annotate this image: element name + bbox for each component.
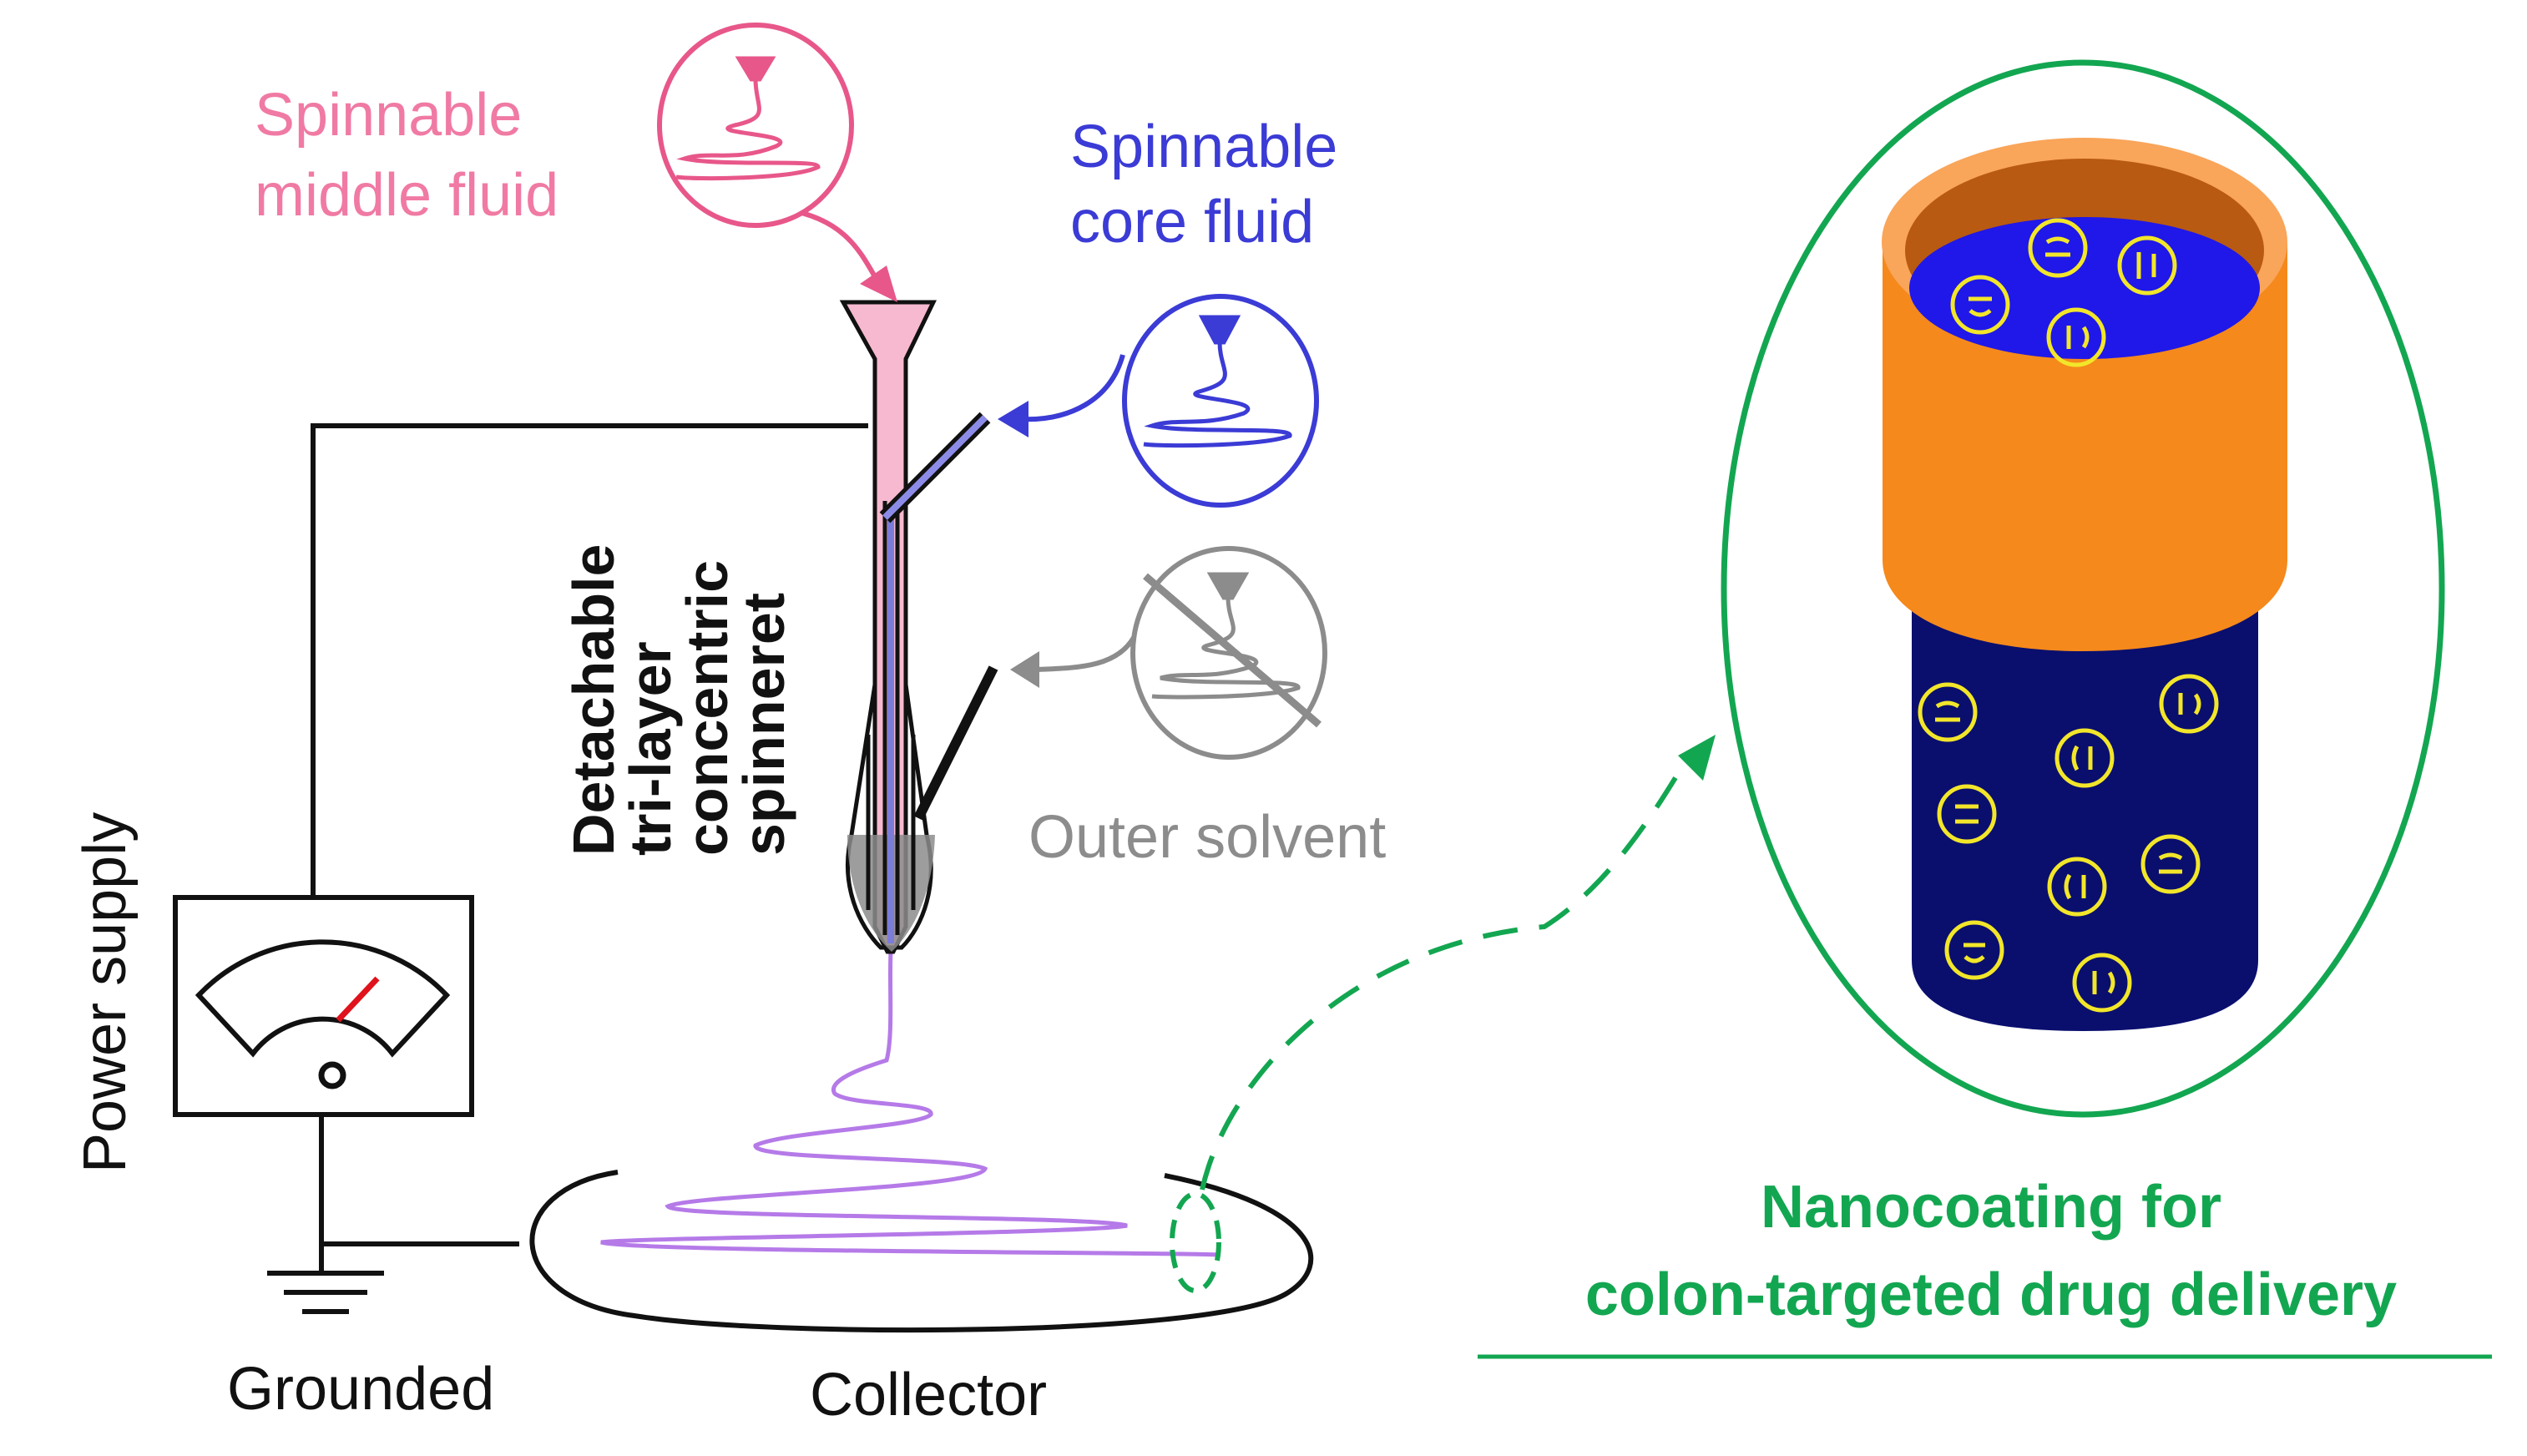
nanocoating-caption-line2: colon-targeted drug delivery: [1585, 1261, 2397, 1328]
middle-fluid-label-line2: middle fluid: [255, 162, 558, 229]
middle-fluid-arrow: [780, 206, 879, 281]
spinneret: [839, 300, 998, 954]
power-to-spinneret-wire: [311, 423, 868, 897]
middle-fluid-bubble: [657, 23, 854, 228]
fiber-jet: [600, 951, 1220, 1257]
drug-particle-icon: [2117, 235, 2177, 296]
middle-fluid-label-line1: Spinnable: [255, 82, 522, 149]
core-fluid-label-line2: core fluid: [1070, 189, 1314, 255]
power-supply-meter: [173, 895, 474, 1117]
core-fluid-label-line1: Spinnable: [1070, 114, 1337, 180]
outer-solvent-arrowhead: [1010, 651, 1039, 688]
drug-particle-icon: [2046, 307, 2106, 367]
core-fluid-arrow: [1018, 354, 1125, 422]
drug-particle-icon: [2047, 857, 2107, 917]
drug-particle-icon: [2140, 834, 2201, 894]
outer-solvent-bubble: [1130, 546, 1327, 760]
ground-icon: [267, 1252, 384, 1314]
meter-dial: [195, 939, 451, 1058]
collector: [529, 1170, 1314, 1333]
core-fluid-bubble: [1122, 294, 1319, 508]
power-supply-label: Power supply: [72, 812, 139, 1173]
spinneret-label-line1: Detachable: [561, 544, 626, 856]
non-spinnable-jet-icon: [1143, 572, 1322, 728]
drug-particle-icon: [2054, 728, 2115, 788]
meter-knob: [318, 1061, 346, 1089]
spinnable-jet-icon: [675, 56, 821, 181]
circuit-wires: [311, 423, 868, 1252]
drug-particle-icon: [1944, 920, 2004, 980]
drug-particle-icon: [2028, 218, 2088, 278]
drug-particle-icon: [1937, 784, 1997, 844]
fiber-sample-highlight: [1170, 1191, 1221, 1293]
grounded-label: Grounded: [227, 1356, 494, 1423]
drug-particle-icon: [2159, 674, 2219, 734]
outer-solvent-arrow: [1034, 633, 1138, 672]
coated-fiber-illustration: [1882, 138, 2287, 1031]
drug-particles: [1918, 218, 2219, 1013]
drug-particle-icon: [1950, 275, 2010, 335]
meter-needle: [336, 976, 380, 1023]
spinneret-label-line3: concentric: [675, 560, 740, 856]
solvent-feed-pipe: [913, 665, 998, 821]
middle-fluid-arrowhead: [860, 265, 897, 302]
outer-solvent-label: Outer solvent: [1028, 804, 1386, 871]
spinneret-label-line2: tri-layer: [618, 641, 683, 856]
spinnable-jet-icon: [1143, 315, 1292, 448]
nanocoating-caption-line1: Nanocoating for: [1761, 1174, 2221, 1241]
drug-particle-icon: [1918, 682, 1978, 742]
core-fluid-arrowhead: [998, 401, 1028, 437]
spinneret-label-line4: spinneret: [731, 593, 796, 856]
spinneret-label: Detachable tri-layer concentric spinnere…: [561, 544, 796, 856]
drug-particle-icon: [2072, 953, 2132, 1013]
collector-label: Collector: [810, 1362, 1047, 1428]
dashed-zoom-arrowhead: [1678, 735, 1716, 781]
